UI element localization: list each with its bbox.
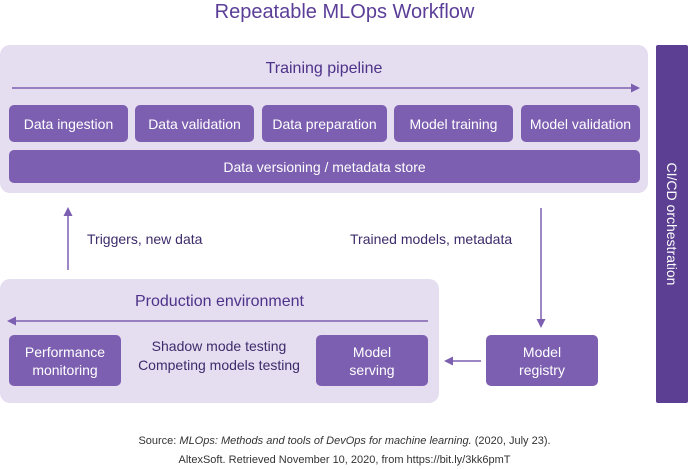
triggers-label: Triggers, new data [87, 231, 203, 247]
model-serving-line2: serving [349, 361, 395, 378]
performance-monitoring-box: Performance monitoring [9, 335, 121, 386]
model-registry-line1: Model [522, 343, 562, 360]
performance-monitoring-line2: monitoring [32, 361, 98, 378]
step-model-training: Model training [394, 105, 513, 142]
registry-to-serving-arrowhead [444, 356, 453, 366]
trained-models-arrowhead [536, 319, 546, 328]
model-registry-line2: registry [519, 361, 565, 378]
cicd-orchestration-bar: CI/CD orchestration [656, 45, 688, 403]
step-data-ingestion: Data ingestion [9, 105, 128, 142]
step-data-validation: Data validation [135, 105, 254, 142]
step-model-validation: Model validation [521, 105, 640, 142]
source-date: (2020, July 23). [471, 435, 551, 447]
trained-models-label: Trained models, metadata [350, 231, 513, 247]
performance-monitoring-line1: Performance [24, 343, 106, 360]
model-registry-box: Model registry [486, 335, 598, 386]
model-serving-box: Model serving [316, 335, 428, 386]
triggers-arrowhead [63, 207, 73, 216]
production-environment-title: Production environment [135, 293, 304, 310]
production-flow-arrowhead [7, 316, 16, 326]
competing-models-testing-label: Competing models testing [138, 357, 300, 373]
diagram-title: Repeatable MLOps Workflow [214, 1, 475, 23]
training-pipeline-arrowhead [631, 83, 640, 93]
source-work-title: MLOps: Methods and tools of DevOps for m… [179, 435, 472, 447]
source-prefix: Source: [138, 435, 180, 447]
testing-text: Shadow mode testing Competing models tes… [122, 337, 316, 375]
source-line-2: AltexSoft. Retrieved November 10, 2020, … [178, 454, 511, 466]
step-data-preparation: Data preparation [262, 105, 387, 142]
shadow-mode-testing-label: Shadow mode testing [151, 338, 287, 354]
training-pipeline-title: Training pipeline [265, 60, 383, 77]
source-line-1: Source: MLOps: Methods and tools of DevO… [0, 435, 689, 447]
model-serving-line1: Model [352, 343, 392, 360]
metadata-store: Data versioning / metadata store [9, 150, 640, 183]
